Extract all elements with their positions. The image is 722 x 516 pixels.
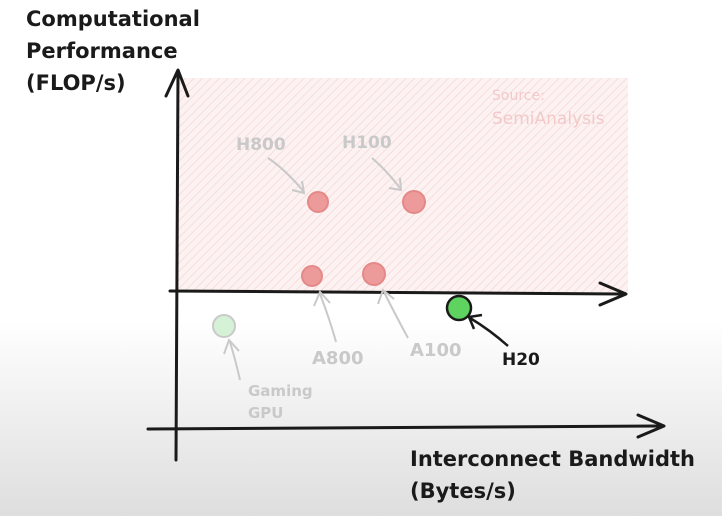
arrow-a800-head [313,290,331,307]
y-axis-arrowhead [164,68,190,98]
point-gaming-gpu [212,314,236,338]
arrow-a800 [319,293,337,343]
x-axis-line [146,424,662,431]
restricted-zone [178,78,628,292]
arrow-gaming-gpu [229,341,241,381]
y-axis-title-line-2: Performance [26,39,178,63]
source-label: Source: [492,88,545,104]
arrow-a100 [383,291,409,339]
label-gaming-gpu-line-1: Gaming [248,382,313,400]
point-h20 [445,294,473,322]
arrow-h20 [469,316,509,347]
point-h800 [307,191,329,213]
point-a100 [362,262,386,286]
point-h100 [402,190,426,214]
arrow-h20-head [467,313,483,330]
label-h800: H800 [236,135,286,155]
y-axis-title-line-3: (FLOP/s) [26,71,126,95]
source-name: SemiAnalysis [492,109,605,129]
x-axis-title-line-1: Interconnect Bandwidth [410,447,695,471]
arrow-h800 [267,157,305,193]
arrow-a100-head [377,288,395,305]
threshold-arrowhead [598,281,628,307]
arrow-h800-head [291,180,306,195]
label-h20: H20 [502,350,540,370]
x-axis-arrowhead [636,413,666,439]
label-gaming-gpu-line-2: GPU [248,404,284,422]
label-a800: A800 [312,348,364,369]
x-axis-title-line-2: (Bytes/s) [410,479,516,503]
point-a800 [301,265,323,287]
label-a100: A100 [410,340,462,361]
arrow-gaming-gpu-head [223,338,240,355]
y-axis-title-line-1: Computational [26,7,200,31]
y-axis-line [174,70,180,462]
arrow-h100-head [388,177,403,192]
arrow-h100 [371,157,401,189]
threshold-line [168,289,626,296]
label-h100: H100 [342,133,392,153]
